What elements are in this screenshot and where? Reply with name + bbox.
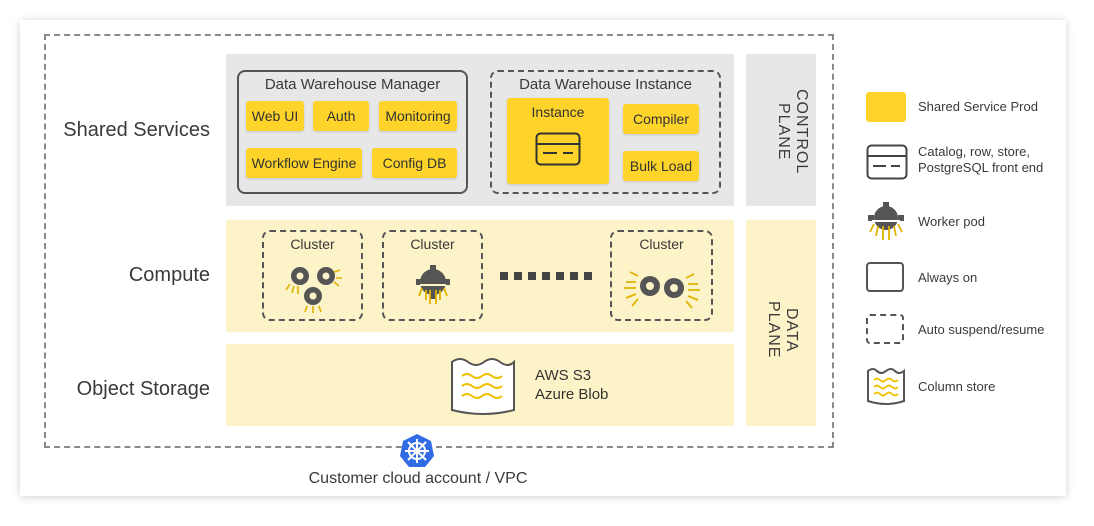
data-plane-band: DATA PLANE: [746, 220, 816, 426]
chip-config-db: Config DB: [372, 148, 457, 178]
legend-shared-service-prod: Shared Service Prod: [918, 99, 1038, 114]
storage-azure-blob: Azure Blob: [535, 386, 609, 403]
row-label-compute: Compute: [128, 264, 210, 286]
legend-column-store: Column store: [918, 379, 996, 394]
chip-auth: Auth: [313, 101, 369, 131]
cluster-2-label: Cluster: [410, 236, 455, 252]
cluster-2: Cluster: [382, 230, 483, 321]
chip-bulk-load: Bulk Load: [623, 151, 699, 181]
cluster-3-label: Cluster: [639, 236, 684, 252]
data-warehouse-instance: Data Warehouse Instance: [490, 70, 721, 194]
legend-auto-suspend: Auto suspend/resume: [918, 322, 1045, 337]
storage-label: AWS S3 Azure Blob: [535, 366, 608, 404]
legend-catalog: Catalog, row, store, PostgreSQL front en…: [918, 144, 1044, 175]
cluster-1: Cluster: [262, 230, 363, 321]
chip-workflow-engine: Workflow Engine: [246, 148, 362, 178]
storage-aws-s3: AWS S3: [535, 367, 592, 384]
cluster-3: Cluster: [610, 230, 713, 321]
legend-worker-pod-icon: [868, 202, 904, 240]
instance-block: Instance: [507, 98, 609, 184]
kubernetes-icon: [400, 434, 434, 467]
worker-pods-icon: [624, 271, 700, 309]
footer-label: Customer cloud account / VPC: [308, 470, 528, 487]
data-warehouse-manager: Data Warehouse Manager: [237, 70, 468, 194]
legend-auto-suspend-swatch: [866, 314, 904, 344]
catalog-icon: [535, 132, 581, 166]
worker-pods-icon: [285, 267, 342, 313]
vpc-boundary: [44, 34, 834, 448]
chip-monitoring: Monitoring: [379, 101, 457, 131]
gear-icon: [416, 265, 450, 304]
legend-always-on-swatch: [866, 262, 904, 292]
manager-title: Data Warehouse Manager: [264, 76, 441, 93]
legend-catalog-icon: [866, 144, 908, 180]
data-plane-label: DATA PLANE: [765, 301, 800, 359]
chip-compiler: Compiler: [623, 104, 699, 134]
legend-swatch-shared-service: [866, 92, 906, 122]
column-store-icon: [451, 358, 515, 415]
row-label-shared-services: Shared Services: [63, 119, 210, 141]
instance-title: Data Warehouse Instance: [519, 76, 692, 93]
control-plane-band: CONTROL PLANE: [746, 54, 816, 206]
chip-web-ui: Web UI: [246, 101, 304, 131]
legend-worker-pod: Worker pod: [918, 214, 985, 229]
cluster-1-label: Cluster: [290, 236, 335, 252]
legend-column-store-icon: [867, 368, 905, 405]
row-label-object-storage: Object Storage: [76, 378, 210, 400]
more-clusters-dots: [500, 268, 592, 280]
legend-always-on: Always on: [918, 270, 978, 285]
control-plane-label: CONTROL PLANE: [775, 89, 810, 175]
instance-label: Instance: [531, 104, 585, 120]
